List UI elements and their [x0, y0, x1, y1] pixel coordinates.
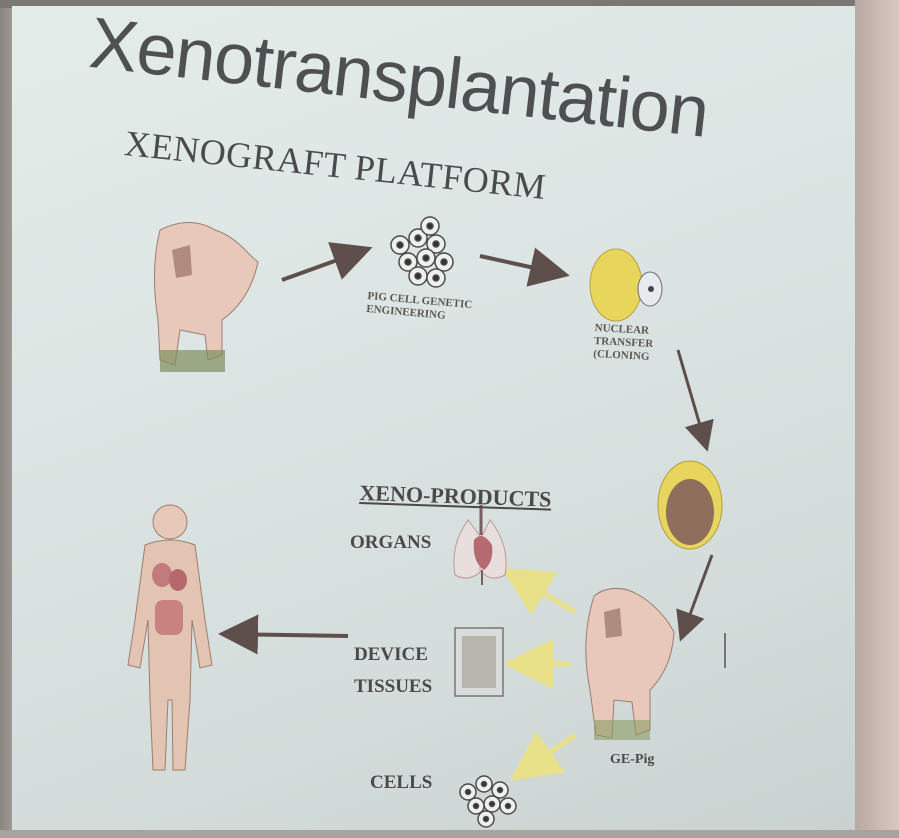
- cells-product-image: [460, 776, 516, 827]
- human-body-image: [128, 505, 212, 770]
- label-nuclear-transfer: NUCLEAR TRANSFER (CLONING: [593, 322, 654, 364]
- cell-cluster-image: [391, 217, 453, 287]
- arrow-egg-to-embryo: [678, 350, 706, 446]
- arrow-products-to-human: [226, 634, 348, 636]
- label-tissues: TISSUES: [354, 676, 432, 698]
- embryo-image: [658, 461, 722, 549]
- arrow-to-cells: [518, 735, 575, 775]
- arrow-cells-to-egg: [480, 256, 562, 274]
- label-cells: CELLS: [370, 772, 432, 794]
- arrow-pig-to-cells: [282, 250, 365, 280]
- pig-source-image: [154, 223, 258, 373]
- label-device: DEVICE: [354, 644, 428, 666]
- ge-pig-image: [586, 588, 674, 740]
- organs-image: [454, 505, 506, 585]
- device-tissue-image: [455, 628, 503, 696]
- label-ge-pig: GE-Pig: [610, 752, 654, 768]
- label-organs: ORGANS: [350, 532, 431, 554]
- arrow-to-organs: [510, 573, 575, 612]
- arrow-embryo-to-gepig: [682, 555, 712, 636]
- egg-cell-image: [590, 249, 662, 321]
